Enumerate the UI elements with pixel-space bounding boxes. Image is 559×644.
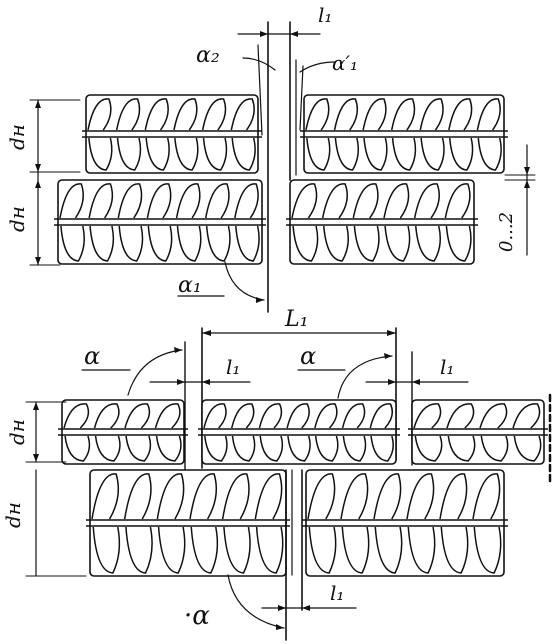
arrow-icon [278, 605, 286, 611]
alpha-left-arc [127, 349, 183, 396]
arrow-icon [33, 454, 39, 462]
dn-bottom2-label: dн [1, 502, 25, 528]
arrow-icon [174, 347, 182, 353]
arrow-icon [260, 31, 268, 37]
arrow-icon [256, 297, 264, 303]
alpha-bottom-arc [227, 574, 285, 629]
alpha1-prime-arc [299, 61, 336, 73]
arrow-icon [202, 379, 210, 385]
rebar-top-right-upper [300, 94, 508, 174]
rebar-bottom-lower-2 [302, 469, 508, 577]
arrow-icon [387, 330, 396, 336]
alpha2-leader [257, 44, 263, 136]
alpha1-label: α₁ [178, 273, 202, 298]
rebar-top-right-lower [286, 179, 478, 265]
bottom-assembly: dн dн ·α l₁ [1, 393, 552, 641]
arrow-icon [35, 100, 41, 108]
arrow-icon [202, 330, 211, 336]
alpha2-label: α₂ [196, 43, 220, 68]
gap-0-2-label: 0...2 [496, 212, 517, 252]
alpha-left-label: α [84, 342, 100, 370]
l1-left-label: l₁ [226, 355, 240, 379]
dn-bottom-label: dн [5, 419, 29, 445]
arrow-icon [412, 379, 420, 385]
arrow-icon [35, 257, 41, 265]
arrow-icon [35, 164, 41, 172]
top-assembly: l₁ α₂ α′₁ dн dн α₁ 0...2 [5, 3, 536, 313]
arrow-icon [177, 379, 185, 385]
arrow-icon [33, 402, 39, 410]
alpha1-prime-leader [299, 65, 304, 131]
arrow-icon [35, 180, 41, 188]
rebar-bottom-upper-3 [408, 399, 548, 465]
L1-mid-label: L₁ [284, 307, 308, 332]
rebar-top-left-lower [54, 179, 266, 265]
alpha1-prime-label: α′₁ [332, 51, 358, 75]
alpha2-arc [242, 57, 276, 71]
rebar-top-left-upper [82, 94, 262, 174]
arrow-icon [524, 180, 530, 188]
alpha1-arc [224, 261, 265, 301]
arrow-icon [290, 31, 298, 37]
arrow-icon [276, 624, 284, 630]
arrow-icon [302, 605, 310, 611]
alpha-bottom-label: ·α [184, 601, 210, 631]
alpha-mid-arc [337, 355, 393, 399]
l1-right-label: l₁ [440, 355, 454, 379]
l1-top-label: l₁ [318, 3, 332, 27]
dn-top2-label: dн [5, 206, 29, 232]
dn-top-label: dн [5, 124, 29, 150]
alpha-mid-label: α [300, 342, 316, 370]
arrow-icon [384, 353, 392, 359]
rebar-bottom-lower-1 [86, 469, 290, 577]
arrow-icon [388, 379, 396, 385]
l1-bottom-label: l₁ [330, 581, 344, 605]
arrow-icon [524, 167, 530, 175]
rebar-bottom-upper-1 [58, 399, 188, 465]
rebar-bottom-upper-2 [198, 399, 400, 465]
